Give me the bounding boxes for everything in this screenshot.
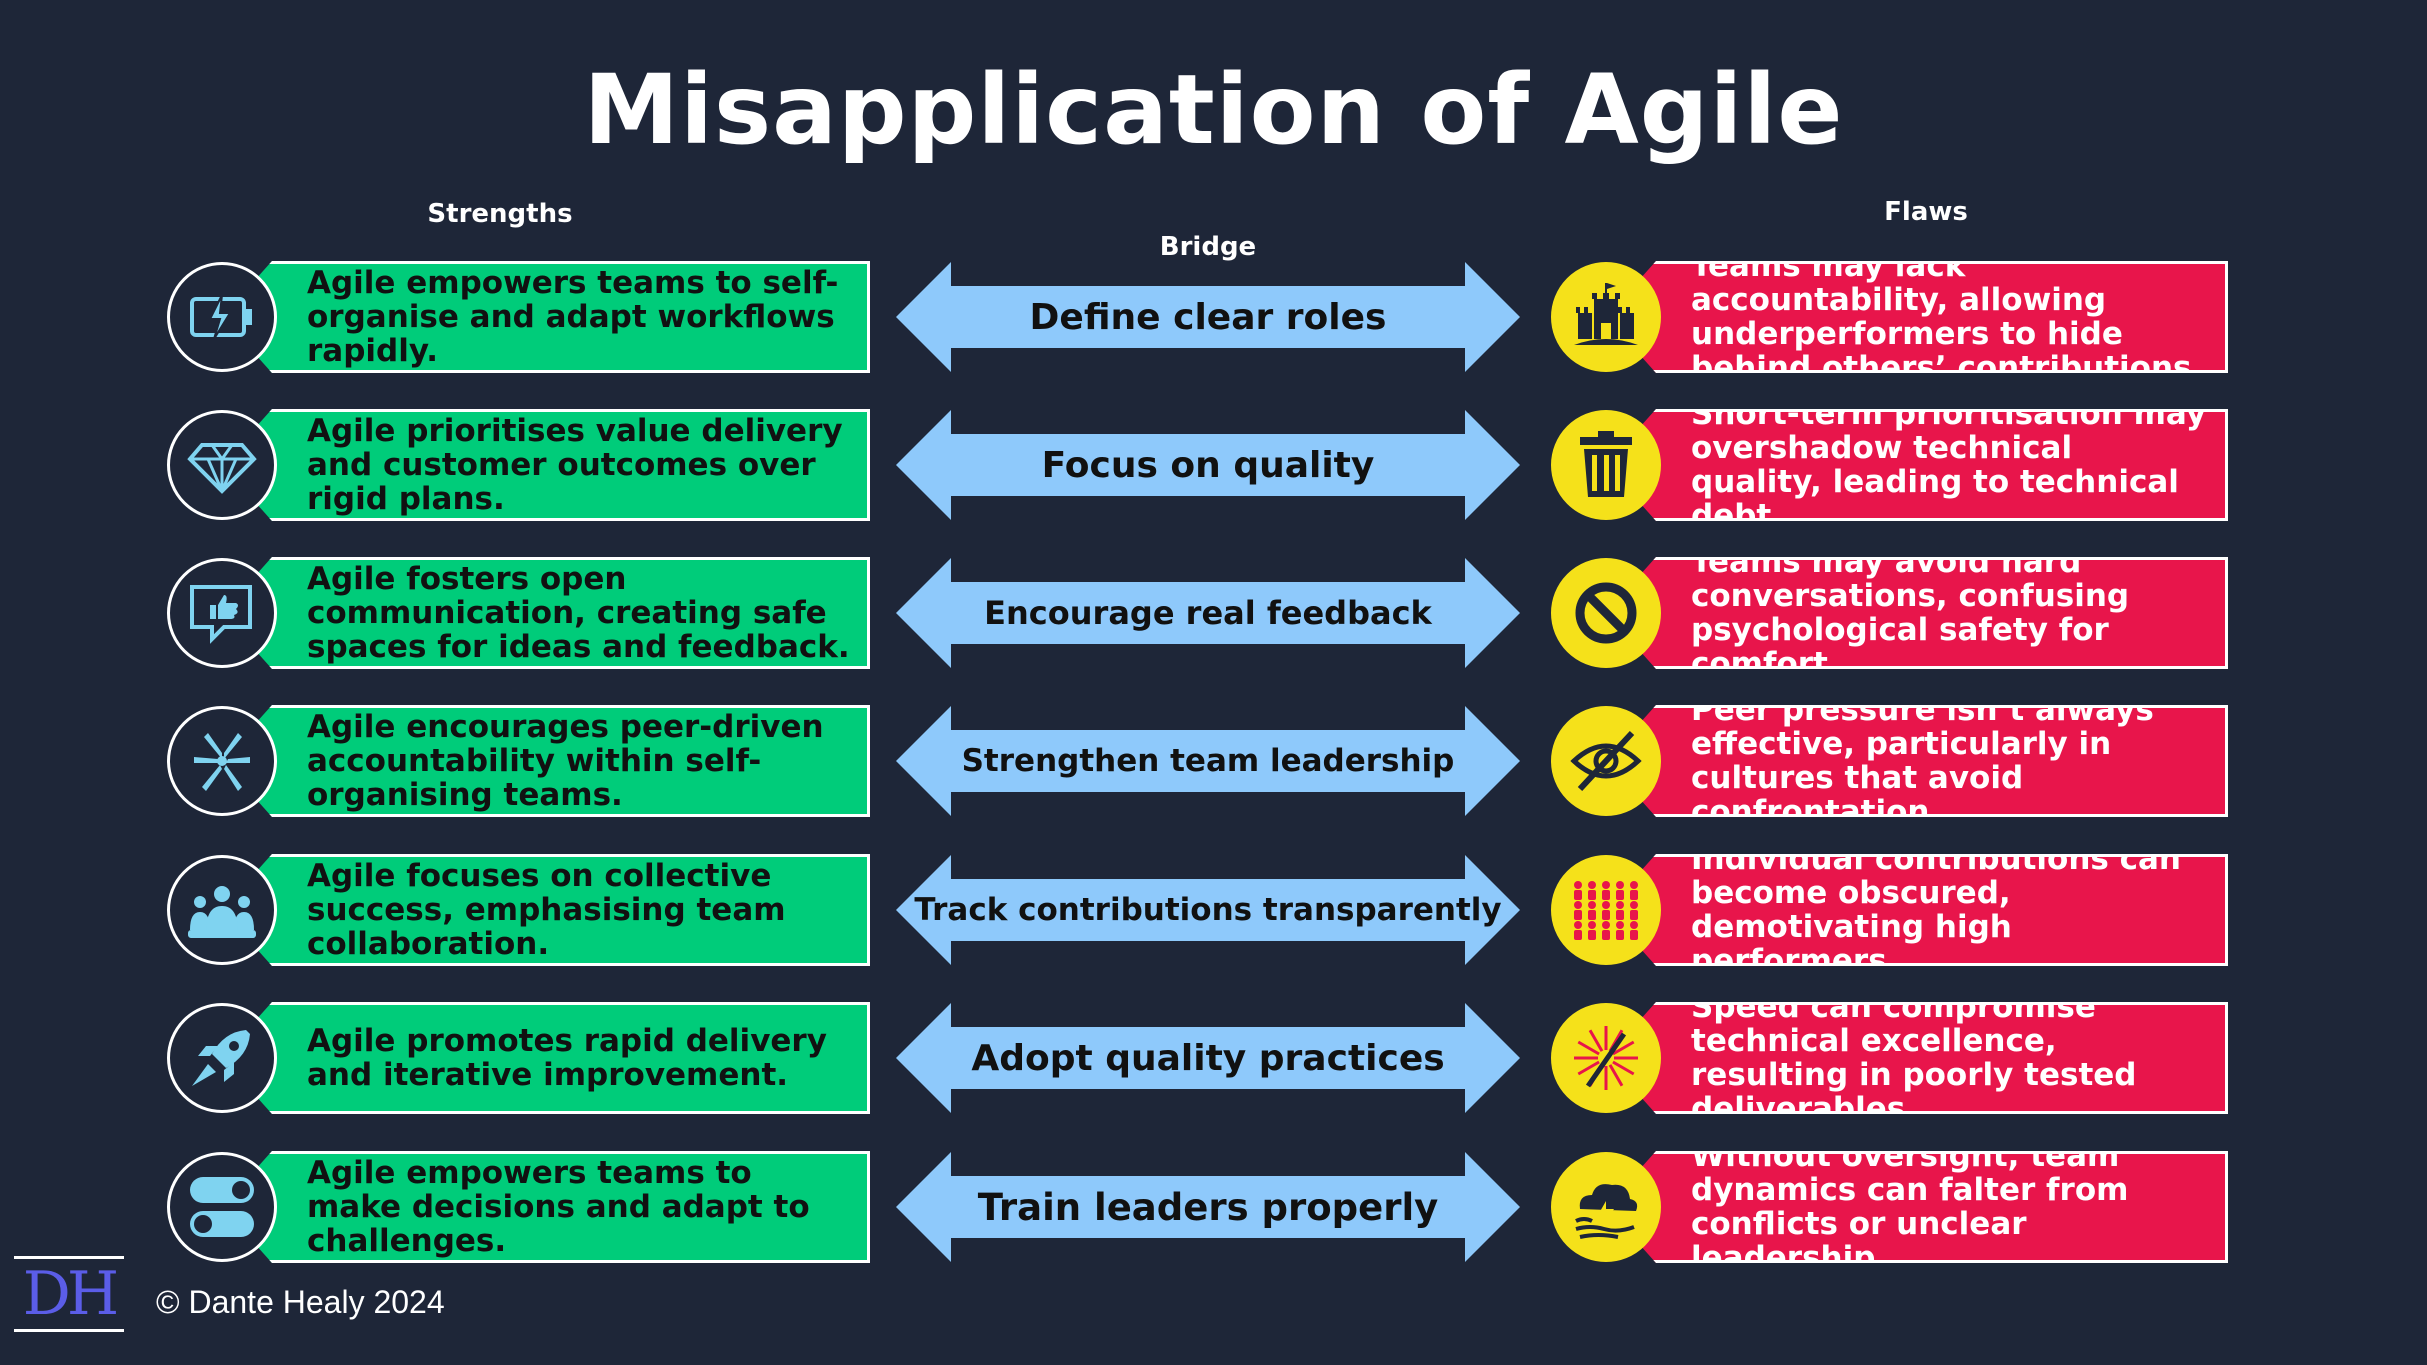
flaws-header: Flaws <box>1884 197 1968 227</box>
bridge-header: Bridge <box>1159 232 1257 262</box>
bridge-label: Strengthen team leadership <box>961 743 1455 779</box>
row-7: Agile empowers teams to make decisions a… <box>0 1148 2427 1266</box>
dh-logo: DH <box>14 1256 124 1332</box>
flaw-box: Peer pressure isn’t always effective, pa… <box>1606 705 2228 817</box>
flaw-box: Without oversight, team dynamics can fal… <box>1606 1151 2228 1263</box>
flaw-text: Individual contributions can become obsc… <box>1691 841 2182 979</box>
crowd-icon <box>1551 855 1661 965</box>
flaw-text: Speed can compromise technical excellenc… <box>1691 989 2137 1127</box>
toggle-switches-icon <box>167 1152 277 1262</box>
row-2: Agile prioritises value delivery and cus… <box>0 406 2427 524</box>
bridge-label: Encourage real feedback <box>984 594 1432 632</box>
bridge-arrow <box>896 1003 1520 1113</box>
strength-text: Agile promotes rapid delivery and iterat… <box>307 1023 827 1093</box>
flaw-text: Peer pressure isn’t always effective, pa… <box>1691 692 2154 830</box>
strength-box: Agile encourages peer-driven accountabil… <box>222 705 870 817</box>
row-3: Agile fosters open communication, creati… <box>0 554 2427 672</box>
bridge-arrow-shape <box>896 262 1520 372</box>
battery-charging-icon <box>167 262 277 372</box>
bridge-label: Focus on quality <box>1041 444 1375 486</box>
flaw-box: Short-term prioritisation may overshadow… <box>1606 409 2228 521</box>
bridge-label: Adopt quality practices <box>971 1037 1445 1079</box>
strength-text: Agile encourages peer-driven accountabil… <box>307 709 824 813</box>
flaw-box: Individual contributions can become obsc… <box>1606 854 2228 966</box>
strength-text: Agile fosters open communication, creati… <box>307 561 850 665</box>
row-5: Agile focuses on collective success, emp… <box>0 851 2427 969</box>
strengths-header: Strengths <box>427 199 573 229</box>
flaw-text: Short-term prioritisation may overshadow… <box>1691 396 2207 534</box>
prohibited-icon <box>1551 558 1661 668</box>
row-4: Agile encourages peer-driven accountabil… <box>0 702 2427 820</box>
bridge-label: Train leaders properly <box>977 1185 1439 1229</box>
flaw-text: Teams may lack accountability, allowing … <box>1691 248 2204 386</box>
bridge-arrow-shape <box>896 706 1520 816</box>
strength-box: Agile promotes rapid delivery and iterat… <box>222 1002 870 1114</box>
bridge-arrow-shape <box>896 855 1520 965</box>
hands-together-icon <box>167 706 277 816</box>
bridge-arrow-shape <box>896 1152 1520 1262</box>
flaw-box: Teams may lack accountability, allowing … <box>1606 261 2228 373</box>
flaw-box: Speed can compromise technical excellenc… <box>1606 1002 2228 1114</box>
strength-box: Agile fosters open communication, creati… <box>222 557 870 669</box>
row-1: Agile empowers teams to self-organise an… <box>0 258 2427 376</box>
bridge-arrow <box>896 706 1520 816</box>
bridge-arrow <box>896 855 1520 965</box>
eye-slash-icon <box>1551 706 1661 816</box>
sandcastle-icon <box>1551 262 1661 372</box>
bridge-arrow <box>896 1152 1520 1262</box>
diamond-icon <box>167 410 277 520</box>
bridge-arrow <box>896 558 1520 668</box>
bridge-arrow <box>896 410 1520 520</box>
team-group-icon <box>167 855 277 965</box>
strength-text: Agile prioritises value delivery and cus… <box>307 413 843 517</box>
strength-text: Agile empowers teams to self-organise an… <box>307 265 839 369</box>
strength-text: Agile empowers teams to make decisions a… <box>307 1155 810 1259</box>
strength-box: Agile empowers teams to self-organise an… <box>222 261 870 373</box>
bridge-label: Track contributions transparently <box>914 892 1502 928</box>
strength-box: Agile empowers teams to make decisions a… <box>222 1151 870 1263</box>
strength-text: Agile focuses on collective success, emp… <box>307 858 786 962</box>
bridge-label: Define clear roles <box>1029 296 1387 338</box>
page-title: Misapplication of Agile <box>583 54 1844 166</box>
bridge-arrow <box>896 262 1520 372</box>
storm-cloud-icon <box>1551 1152 1661 1262</box>
bridge-arrow-shape <box>896 558 1520 668</box>
trash-can-icon <box>1551 410 1661 520</box>
row-6: Agile promotes rapid delivery and iterat… <box>0 999 2427 1117</box>
flaw-box: Teams may avoid hard conversations, conf… <box>1606 557 2228 669</box>
bridge-arrow-shape <box>896 1003 1520 1113</box>
fireworks-icon <box>1551 1003 1661 1113</box>
rocket-icon <box>167 1003 277 1113</box>
bridge-arrow-shape <box>896 410 1520 520</box>
flaw-text: Without oversight, team dynamics can fal… <box>1691 1138 2129 1276</box>
strength-box: Agile focuses on collective success, emp… <box>222 854 870 966</box>
feedback-thumbs-up-icon <box>167 558 277 668</box>
copyright: © Dante Healy 2024 <box>156 1284 445 1320</box>
strength-box: Agile prioritises value delivery and cus… <box>222 409 870 521</box>
flaw-text: Teams may avoid hard conversations, conf… <box>1691 544 2130 682</box>
